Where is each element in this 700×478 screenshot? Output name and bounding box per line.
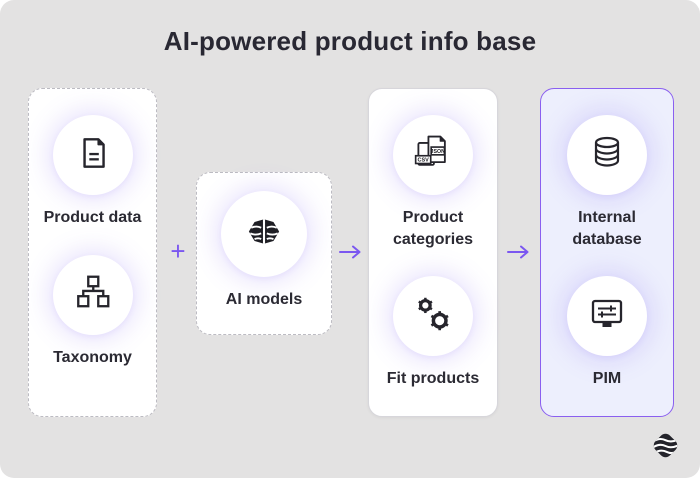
card-inputs: Product data Taxonomy	[28, 88, 157, 417]
arrow-right-icon	[506, 244, 532, 265]
csv-label: CSV	[418, 157, 430, 163]
node-label-internal-database: Internal database	[572, 209, 642, 248]
card-destinations: Internal database PIM	[540, 88, 674, 417]
json-label: JSON	[431, 149, 446, 155]
plus-connector-icon: +	[170, 236, 186, 266]
node-label-pim: PIM	[592, 370, 622, 388]
card-outputs: JSON CSV Product categories	[368, 88, 498, 417]
ai-brain-icon	[247, 217, 281, 251]
node-label-product-data: Product data	[43, 209, 142, 226]
page-title: AI-powered product info base	[163, 26, 537, 56]
node-label-product-categories: Product categories	[392, 209, 474, 248]
card-ai-models: AI models	[196, 172, 332, 335]
icon-circle	[52, 254, 133, 335]
gears-icon	[412, 293, 454, 340]
icon-circle	[221, 191, 307, 277]
node-label-ai-models: AI models	[225, 291, 303, 308]
icon-circle	[567, 276, 647, 357]
document-icon	[74, 134, 112, 177]
icon-circle	[567, 115, 647, 195]
taxonomy-icon	[73, 272, 113, 317]
database-icon	[587, 133, 627, 178]
icon-circle	[393, 276, 473, 357]
icon-circle	[52, 115, 133, 195]
monitor-sliders-icon	[585, 294, 629, 339]
node-label-taxonomy: Taxonomy	[53, 348, 132, 366]
node-label-fit-products: Fit products	[386, 370, 480, 388]
brand-logo-icon	[651, 429, 680, 462]
arrow-right-icon	[338, 244, 364, 265]
json-csv-file-icon: JSON CSV	[412, 132, 454, 179]
icon-circle: JSON CSV	[393, 115, 473, 195]
